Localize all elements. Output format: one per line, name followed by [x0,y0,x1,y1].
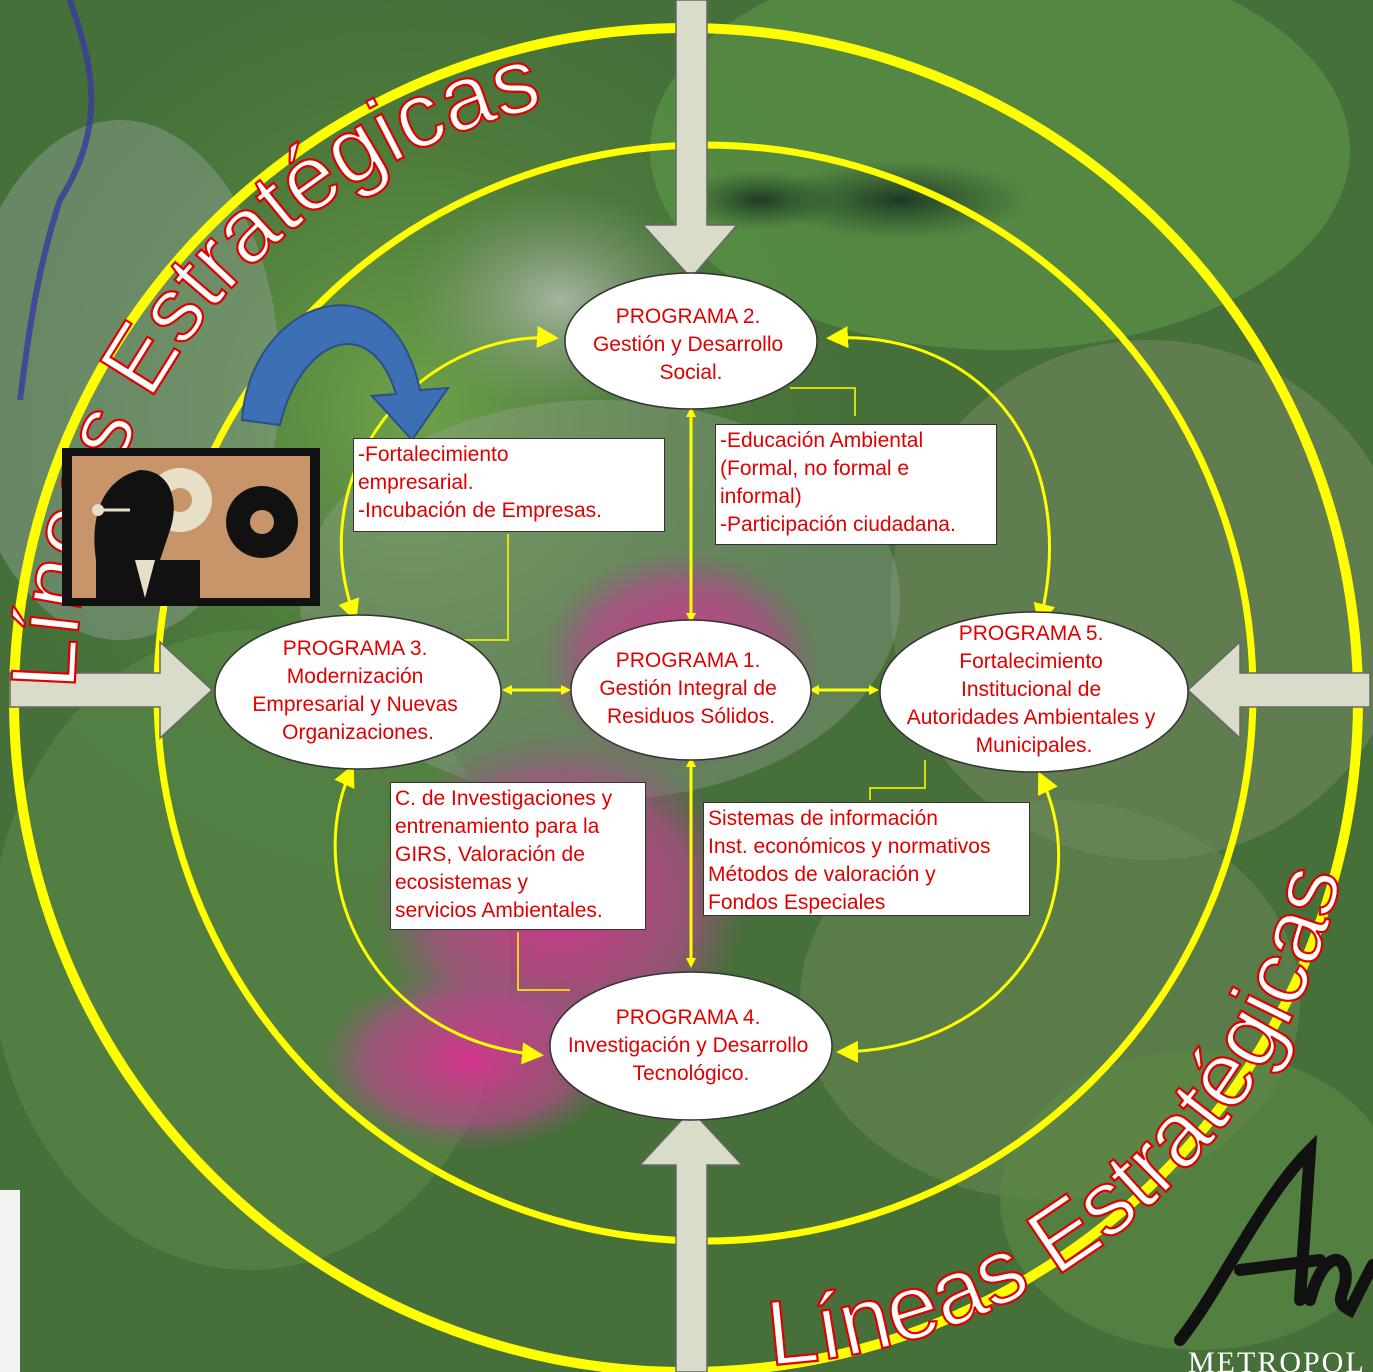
leader-p5-sistemas [869,760,926,800]
program-1-text: PROGRAMA 1. Gestión Integral de Residuos… [599,649,782,728]
blue-curved-arrow [240,304,451,442]
box-sistemas: Sistemas de información Inst. económicos… [703,802,1030,916]
left-inward-arrow [9,640,214,740]
connector-p3-p4 [333,764,544,1065]
box-empresarial: -Fortalecimiento empresarial. -Incubació… [353,438,665,532]
program-5-oval: PROGRAMA 5. Fortalecimiento Instituciona… [879,611,1189,773]
right-inward-arrow [1186,640,1371,740]
top-inward-arrow [641,0,739,280]
bottom-inward-arrow [638,1108,744,1372]
program-3-oval: PROGRAMA 3. Modernización Empresarial y … [214,614,502,770]
connector-p2-p3 [338,325,559,622]
business-gears-icon [62,448,320,606]
program-5-text: PROGRAMA 5. Fortalecimiento Instituciona… [907,622,1162,757]
connector-p2-p5 [826,326,1055,626]
metropolitan-logo: METROPOL [1174,1134,1373,1372]
leader-p2-educacion [790,387,856,416]
program-2-text: PROGRAMA 2. Gestión y Desarrollo Social. [593,305,789,384]
program-1-oval: PROGRAMA 1. Gestión Integral de Residuos… [570,619,812,761]
program-2-oval: PROGRAMA 2. Gestión y Desarrollo Social. [564,272,818,410]
connector-p5-p4 [836,771,1060,1063]
leader-lines [460,387,926,991]
program-3-text: PROGRAMA 3. Modernización Empresarial y … [252,637,463,744]
leader-p3-empresarial [460,534,509,641]
program-4-text: PROGRAMA 4. Investigación y Desarrollo T… [568,1006,814,1085]
leader-p4-investigaciones [517,932,570,991]
box-investigaciones: C. de Investigaciones y entrenamiento pa… [390,782,646,930]
yellow-connectors [333,325,1060,1065]
box-educacion: -Educación Ambiental (Formal, no formal … [715,424,997,545]
program-4-oval: PROGRAMA 4. Investigación y Desarrollo T… [549,971,833,1121]
logo-text: METROPOL [1188,1346,1366,1372]
